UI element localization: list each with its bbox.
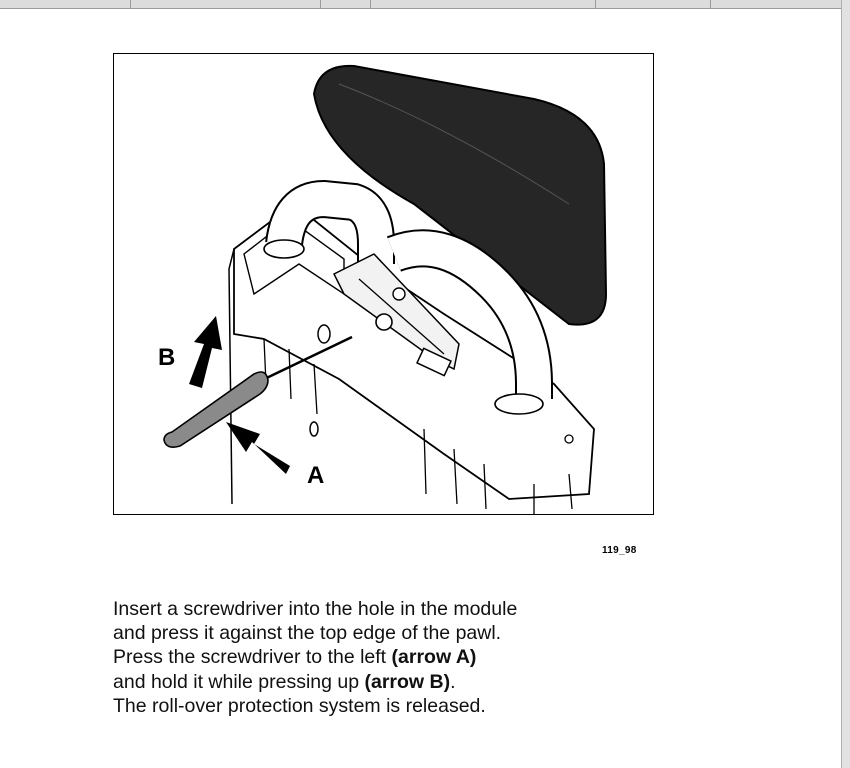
arrow-b-reference: (arrow B) [364,670,451,693]
screwdriver-handle [163,371,269,448]
instruction-text-run: Press the screwdriver to the left [113,646,392,669]
illustration-frame: B A [113,53,654,515]
headrest-seam [338,83,570,205]
window-top-bar [0,0,850,9]
instruction-line: and hold it while pressing up (arrow B). [113,670,517,694]
toolbar-segment [0,0,131,8]
instruction-text-run: . [450,670,456,693]
pawl-latch [416,347,452,377]
label-arrow-a: A [307,462,325,489]
rollbar-tube-left [267,181,393,264]
arrow-a [226,422,290,474]
tube-end-right [494,393,544,415]
rollbar-tube-right [387,231,551,399]
instruction-line: Insert a screwdriver into the hole in th… [113,598,518,620]
mount-hole [564,434,574,444]
instruction-line: and press it against the top edge of the… [113,622,502,645]
screwdriver-shaft [253,335,353,386]
toolbar-segment [130,0,321,8]
arrow-a-reference: (arrow A) [391,646,477,669]
toolbar-segment [370,0,596,8]
pawl-bolt [392,287,406,301]
rollover-module-illustration [163,64,608,514]
pawl-pivot [375,313,393,331]
label-arrow-b: B [158,344,176,371]
instruction-line: The roll-over protection system is relea… [113,694,486,717]
module-hole-lower [309,421,319,437]
pawl-rail [358,278,445,355]
tube-end-left [263,239,305,259]
arrow-b [189,316,222,388]
figure-number: 119_98 [602,545,637,556]
toolbar-segment [595,0,711,8]
instruction-line: Press the screwdriver to the left (arrow… [113,645,517,669]
instruction-text-run: and hold it while pressing up [113,670,365,693]
instruction-text: Insert a screwdriver into the hole in th… [113,597,517,718]
scrollbar-edge[interactable] [841,0,850,768]
toolbar-segment [320,0,371,8]
headrest-cushion [312,64,608,326]
module-hole [317,324,331,344]
housing-ribs [263,338,573,514]
